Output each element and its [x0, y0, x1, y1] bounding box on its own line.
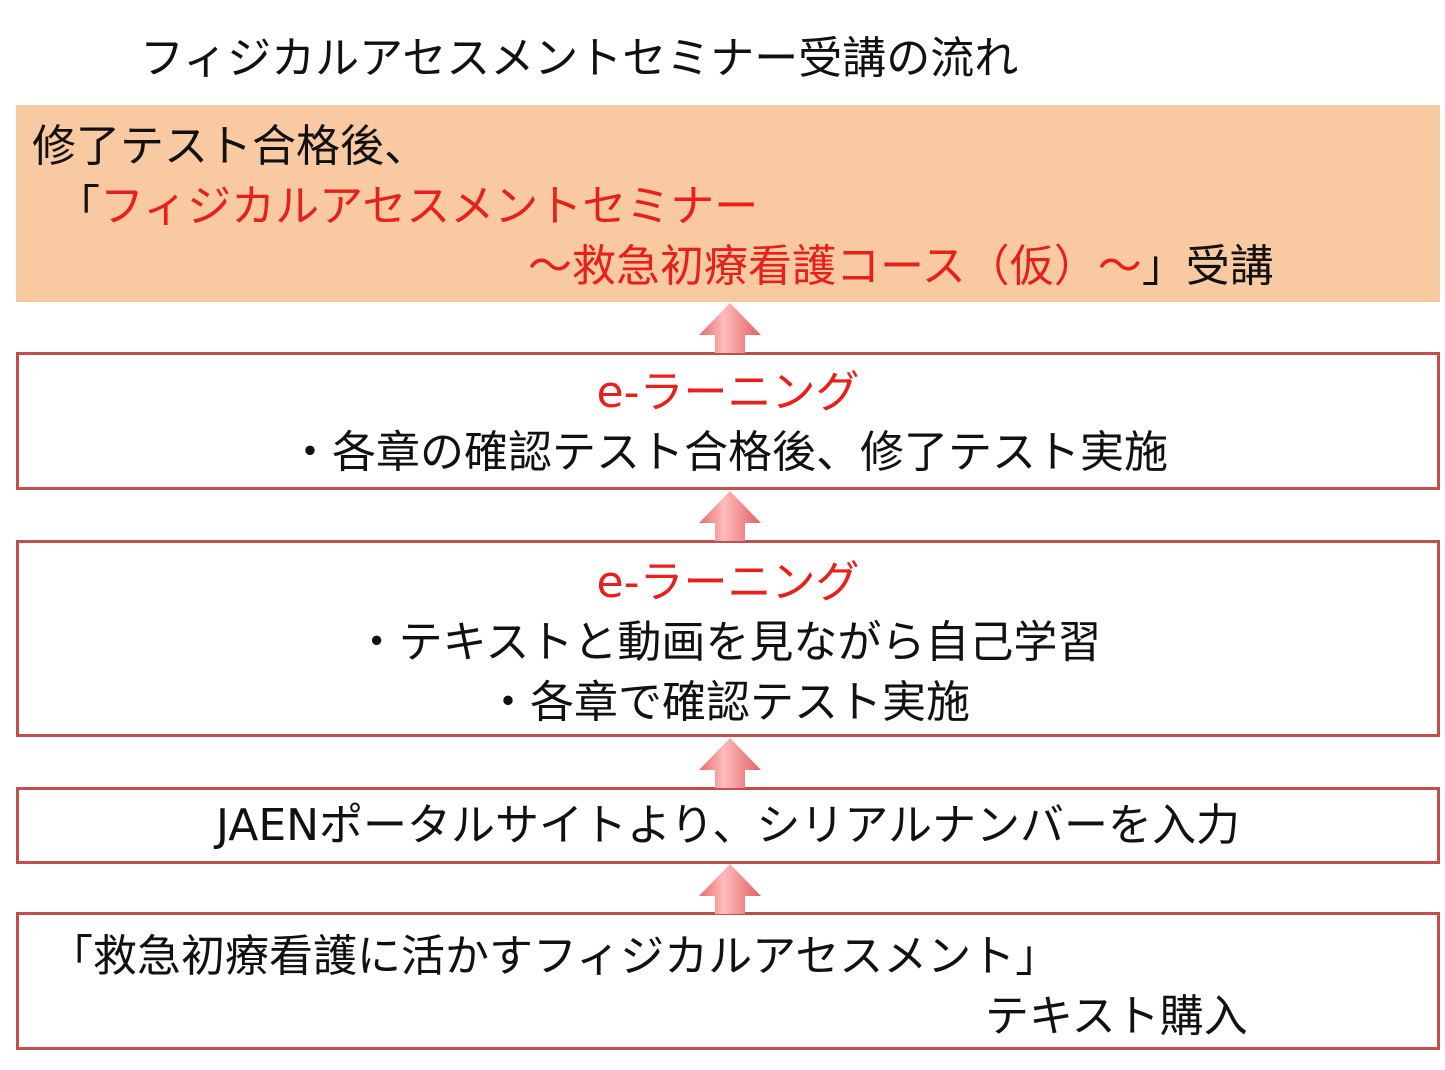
bracket: 「	[56, 181, 100, 232]
step-seminar: 修了テスト合格後、 「フィジカルアセスメントセミナー ～救急初療看護コース（仮）…	[16, 105, 1440, 302]
step-elearning-test: e-ラーニング ・各章の確認テスト合格後、修了テスト実施	[16, 352, 1440, 490]
up-arrow-icon	[699, 738, 761, 788]
up-arrow-icon	[699, 864, 761, 914]
seminar-name: フィジカルアセスメントセミナー	[100, 181, 759, 232]
seminar-line1: 修了テスト合格後、	[32, 121, 428, 172]
page-title: フィジカルアセスメントセミナー受講の流れ	[140, 33, 1019, 84]
textbook-name: 「救急初療看護に活かすフィジカルアセスメント」	[49, 931, 1060, 982]
step-text: JAENポータルサイトより、シリアルナンバーを入力	[216, 800, 1240, 851]
step-elearning-study: e-ラーニング ・テキストと動画を見ながら自己学習 ・各章で確認テスト実施	[16, 540, 1440, 737]
step-bullet: ・各章の確認テスト合格後、修了テスト実施	[288, 427, 1168, 478]
seminar-line3: ～救急初療看護コース（仮）～」受講	[528, 237, 1274, 297]
step-serial: JAENポータルサイトより、シリアルナンバーを入力	[16, 787, 1440, 864]
step-heading: e-ラーニング	[596, 367, 860, 418]
step-textbook: 「救急初療看護に活かすフィジカルアセスメント」 テキスト購入	[16, 912, 1440, 1050]
up-arrow-icon	[699, 491, 761, 541]
up-arrow-icon	[699, 303, 761, 353]
step-bullet: ・テキストと動画を見ながら自己学習	[354, 617, 1102, 668]
step-heading: e-ラーニング	[596, 557, 860, 608]
course-name: ～救急初療看護コース（仮）～	[528, 241, 1142, 292]
attend-text: 」受講	[1141, 241, 1274, 292]
seminar-line2: 「フィジカルアセスメントセミナー	[56, 177, 758, 237]
step-bullet: ・各章で確認テスト実施	[486, 677, 970, 728]
textbook-purchase: テキスト購入	[985, 991, 1248, 1042]
